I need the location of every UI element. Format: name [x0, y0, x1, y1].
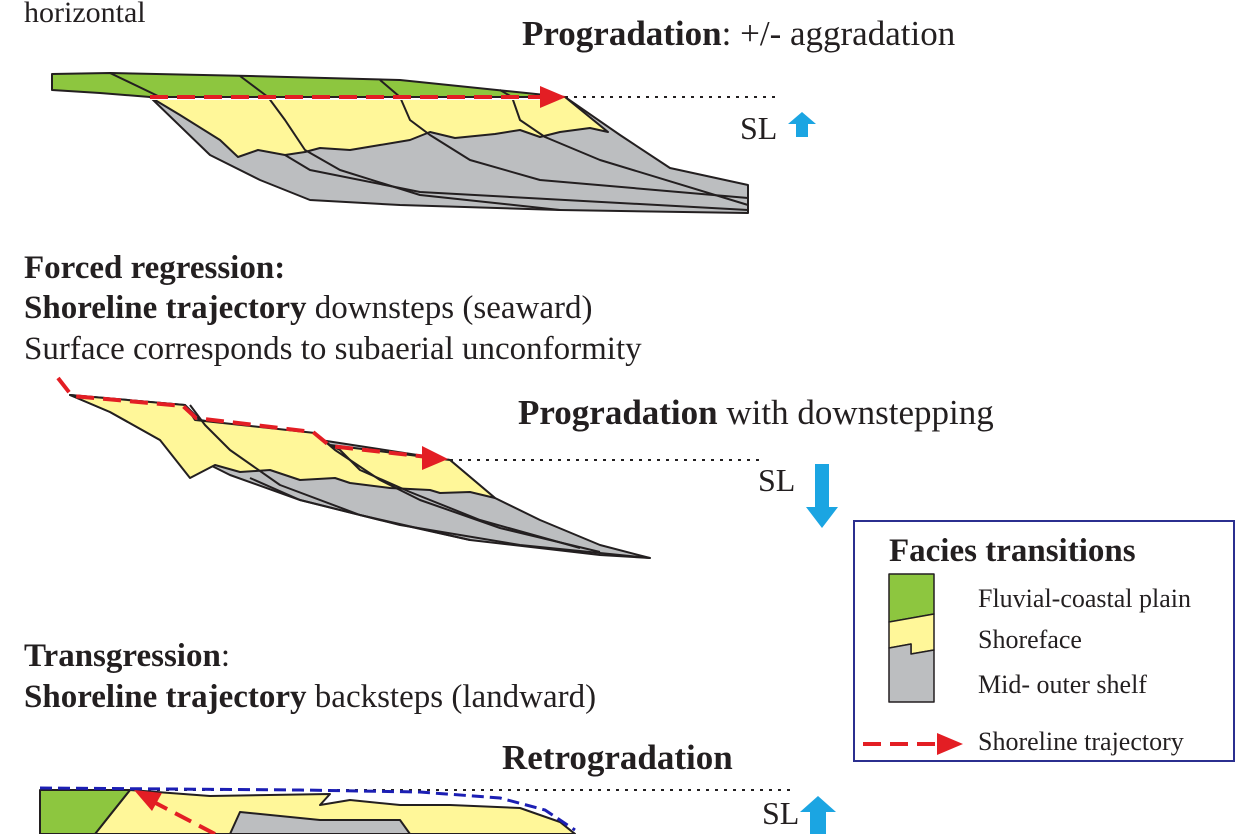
- sea-level-label: SL: [762, 795, 800, 831]
- caption-rest: with downstepping: [717, 393, 994, 432]
- legend-title: Facies transitions: [889, 533, 1136, 569]
- forced-regression-cross-section: [69, 394, 765, 559]
- transgression-cross-section: [39, 789, 790, 834]
- heading-bold: Transgression: [24, 638, 221, 674]
- legend-item-label: Mid- outer shelf: [978, 670, 1147, 699]
- transgression-caption: Retrogradation: [502, 738, 733, 777]
- shoreface-wedge: [94, 789, 576, 834]
- sea-level-rise-arrow-icon: [788, 112, 816, 137]
- line1-bold: Shoreline trajectory: [24, 679, 307, 715]
- sea-level-label: SL: [740, 110, 778, 146]
- legend-item-label: Shoreline trajectory: [978, 727, 1184, 756]
- clinoform-lines: [189, 404, 651, 559]
- caption-rest: : +/- aggradation: [721, 14, 956, 53]
- downstepping-trajectory-arrow: [56, 376, 448, 470]
- caption-bold: Progradation: [522, 14, 722, 53]
- shoreface-wedge: [149, 96, 609, 158]
- forced-regression-line1: Shoreline trajectory downsteps (seaward): [24, 292, 592, 325]
- legend-item-label: Shoreface: [978, 625, 1082, 654]
- shoreline-trajectory-arrow: [150, 86, 566, 108]
- forced-regression-caption: Progradation with downstepping: [518, 395, 994, 430]
- forced-regression-line2: Surface corresponds to subaerial unconfo…: [24, 331, 642, 367]
- line1-bold: Shoreline trajectory: [24, 290, 307, 326]
- forced-regression-heading: Forced regression:: [24, 250, 286, 286]
- legend-swatches: [863, 573, 963, 755]
- line1-rest: backsteps (landward): [306, 679, 597, 715]
- sea-level-fall-arrow-icon: [806, 464, 838, 528]
- transgression-line1: Shoreline trajectory backsteps (landward…: [24, 681, 596, 714]
- flooding-surface-line: [39, 786, 576, 832]
- transgression-heading: Transgression:: [24, 640, 230, 673]
- sea-level-rise-arrow-icon: [800, 796, 836, 834]
- legend-trajectory-arrowhead: [937, 733, 963, 755]
- caption-bold: Progradation: [518, 393, 718, 432]
- coastal-plain-wedge: [51, 72, 566, 98]
- backstepping-trajectory-arrow: [134, 790, 216, 834]
- sea-level-label: SL: [758, 462, 796, 498]
- legend: Facies transitions Fluvial-coastal plain…: [853, 520, 1235, 762]
- legend-item-label: Fluvial-coastal plain: [978, 584, 1192, 613]
- heading-rest: :: [220, 638, 230, 674]
- aggradation-cross-section: [51, 72, 780, 214]
- aggradation-caption: Progradation: +/- aggradation: [522, 16, 955, 51]
- top-note: horizontal: [24, 0, 146, 29]
- legend-swatch-shelf: [888, 643, 935, 703]
- line1-rest: downsteps (seaward): [306, 290, 593, 326]
